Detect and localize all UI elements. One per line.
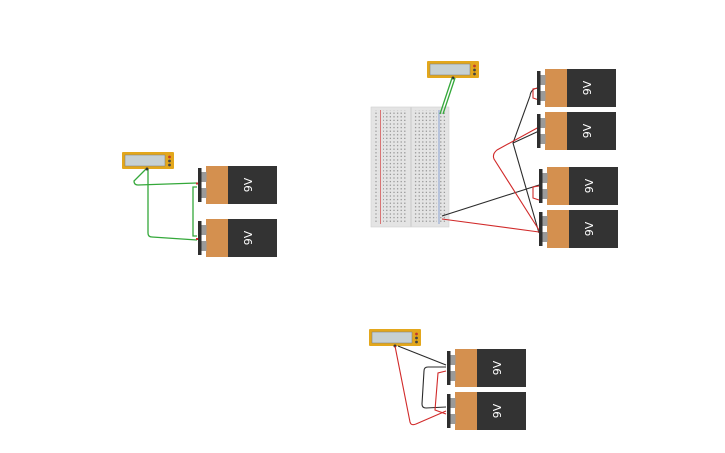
battery-9v[interactable]: 9V: [198, 219, 277, 257]
breadboard[interactable]: [370, 106, 450, 228]
battery-9v[interactable]: 9V: [537, 69, 616, 107]
circuit-bottom: 9V 9V: [369, 329, 526, 430]
battery-9v[interactable]: 9V: [447, 392, 526, 430]
battery-label: 9V: [581, 123, 594, 138]
battery-9v[interactable]: 9V: [539, 210, 618, 248]
wire-black-battery-link[interactable]: [512, 87, 540, 234]
multimeter-probe-terminal[interactable]: [145, 167, 149, 171]
battery-label: 9V: [581, 80, 594, 95]
battery-9v[interactable]: 9V: [539, 167, 618, 205]
wire-black-breadboard-to-battery[interactable]: [441, 184, 540, 217]
wire-black-probe-to-battery[interactable]: [397, 345, 447, 366]
wire-green-probe-lead[interactable]: [442, 77, 456, 115]
multimeter[interactable]: [122, 152, 174, 171]
wire-red-breadboard-to-battery[interactable]: [441, 218, 540, 233]
multimeter[interactable]: [427, 61, 479, 80]
battery-label: 9V: [242, 177, 255, 192]
wire-black-battery-stub[interactable]: [512, 130, 540, 144]
wire-green-battery-link[interactable]: [192, 186, 197, 237]
circuit-breadboard: 9V 9V 9V 9V: [370, 61, 618, 248]
wire-red-battery-link[interactable]: [434, 370, 447, 415]
battery-label: 9V: [242, 230, 255, 245]
battery-9v[interactable]: 9V: [198, 166, 277, 204]
wire-red-battery-stub[interactable]: [532, 87, 540, 101]
battery-9v[interactable]: 9V: [447, 349, 526, 387]
wire-red-battery-stub[interactable]: [532, 185, 540, 201]
multimeter[interactable]: [369, 329, 421, 348]
circuit-left: 9V 9V: [122, 152, 277, 257]
wire-black-battery-link[interactable]: [421, 366, 447, 409]
battery-label: 9V: [491, 360, 504, 375]
battery-label: 9V: [583, 178, 596, 193]
wire-green-probe-to-battery-top[interactable]: [133, 168, 198, 186]
wire-green-probe-lead[interactable]: [439, 77, 453, 115]
battery-label: 9V: [583, 221, 596, 236]
battery-label: 9V: [491, 403, 504, 418]
wire-red-probe-to-battery[interactable]: [394, 345, 447, 426]
wire-red-battery-link[interactable]: [492, 126, 540, 231]
wire-green-probe-to-battery-bottom[interactable]: [147, 169, 198, 241]
battery-9v[interactable]: 9V: [537, 112, 616, 150]
